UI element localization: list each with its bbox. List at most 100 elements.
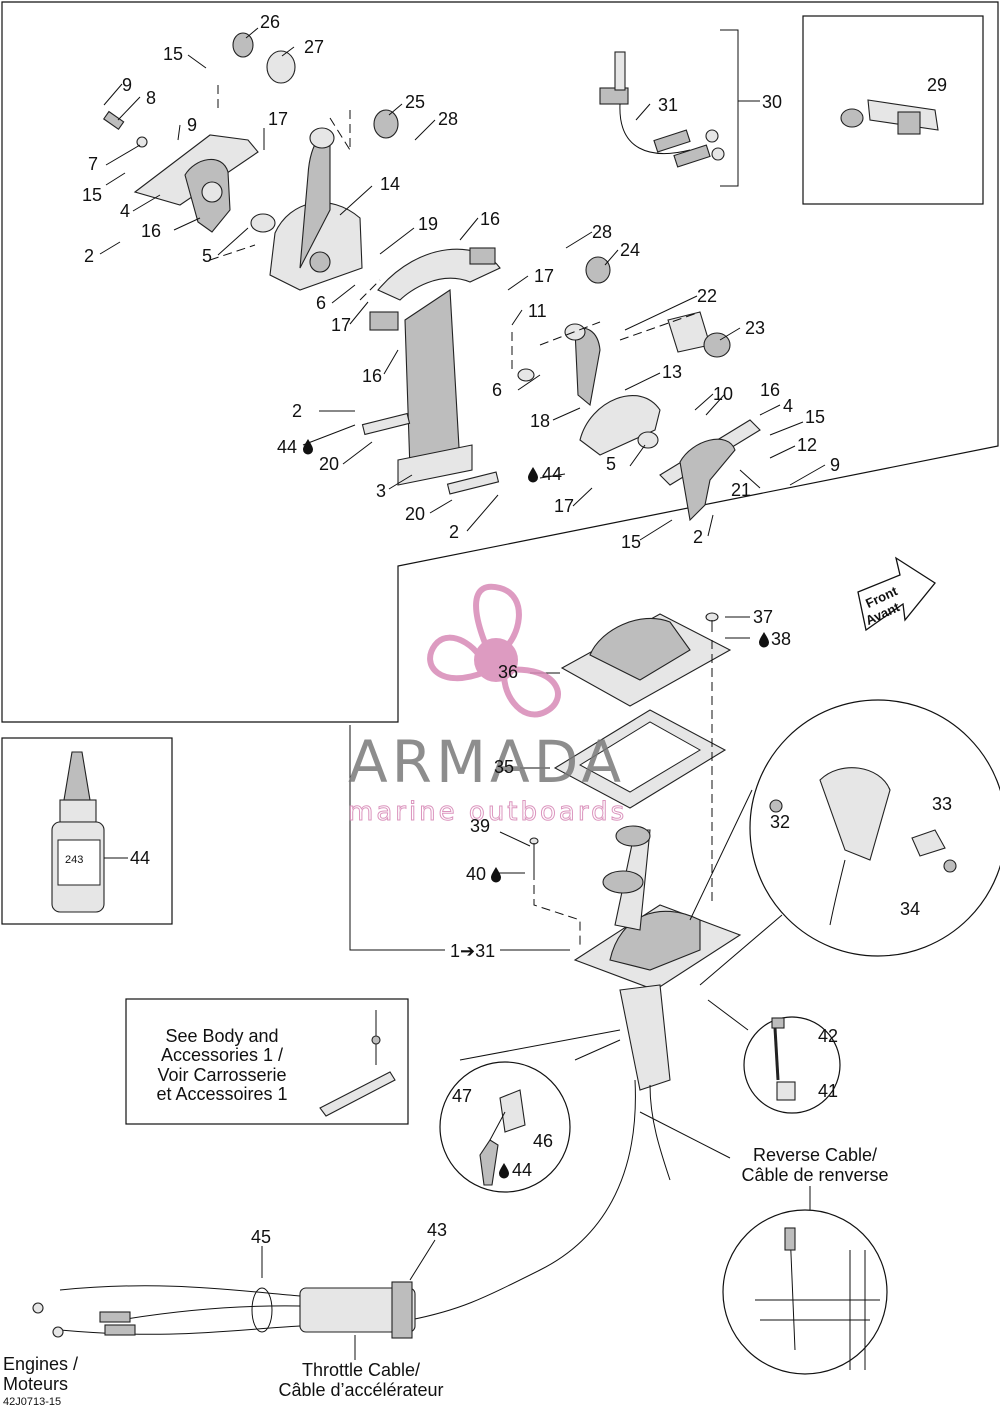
callout-17: 17 <box>331 315 351 335</box>
callout-5: 5 <box>606 454 616 474</box>
throttle-cable-line1: Throttle Cable/ <box>302 1360 420 1380</box>
propeller-logo-icon <box>427 583 561 718</box>
callout-15: 15 <box>82 185 102 205</box>
harness-assembly <box>599 51 725 168</box>
callout-36: 36 <box>498 662 518 682</box>
callout-15: 15 <box>621 532 641 552</box>
callout-17: 17 <box>534 266 554 286</box>
callout-30: 30 <box>762 92 782 112</box>
callout-44: 44 <box>130 848 150 868</box>
detail-circle-41-42 <box>743 1016 841 1114</box>
callouts: 26 27 15 9 8 9 7 15 4 16 2 5 17 14 25 28… <box>82 12 952 1247</box>
callout-19: 19 <box>418 214 438 234</box>
callout-28: 28 <box>438 109 458 129</box>
callout-44: 44 <box>542 464 562 484</box>
callout-29: 29 <box>927 75 947 95</box>
callout-2: 2 <box>449 522 459 542</box>
callout-16: 16 <box>760 380 780 400</box>
watermark-tagline: marine outboards <box>348 797 627 827</box>
see-body-box <box>125 998 409 1125</box>
lower-control <box>409 825 742 1321</box>
callout-15: 15 <box>805 407 825 427</box>
reverse-cable-line2: Câble de renverse <box>741 1165 888 1185</box>
inset-box-44 <box>1 737 173 925</box>
leader-lines-upper <box>99 27 826 541</box>
callout-9: 9 <box>830 455 840 475</box>
callout-2: 2 <box>84 246 94 266</box>
detail-leader <box>689 789 783 986</box>
callout-16: 16 <box>362 366 382 386</box>
see-body-line1: See Body and <box>165 1026 278 1046</box>
callout-27: 27 <box>304 37 324 57</box>
callout-6: 6 <box>492 380 502 400</box>
callout-17: 17 <box>268 109 288 129</box>
callout-20: 20 <box>405 504 425 524</box>
callout-44: 44 <box>512 1160 532 1180</box>
callout-34: 34 <box>900 899 920 919</box>
right-lever-assembly <box>517 256 761 522</box>
callout-17: 17 <box>554 496 574 516</box>
callout-20: 20 <box>319 454 339 474</box>
callout-14: 14 <box>380 174 400 194</box>
callout-24: 24 <box>620 240 640 260</box>
callout-15: 15 <box>163 44 183 64</box>
detail-reverse-contents <box>755 1227 880 1370</box>
see-body-line2: Accessories 1 / <box>161 1045 283 1065</box>
callout-39: 39 <box>470 816 490 836</box>
engines-line2: Moteurs <box>3 1374 68 1394</box>
callout-47: 47 <box>452 1086 472 1106</box>
callout-21: 21 <box>731 480 751 500</box>
callout-3: 3 <box>376 481 386 501</box>
inset-box-29 <box>802 15 984 205</box>
detail-circle-reverse <box>722 1209 888 1375</box>
callout-35: 35 <box>494 757 514 777</box>
callout-16: 16 <box>480 209 500 229</box>
callout-46: 46 <box>533 1131 553 1151</box>
callout-31: 31 <box>658 95 678 115</box>
callout-22: 22 <box>697 286 717 306</box>
callout-43: 43 <box>427 1220 447 1240</box>
arrow-icon <box>857 556 936 632</box>
callout-11: 11 <box>528 301 547 321</box>
callout-28: 28 <box>592 222 612 242</box>
callout-44: 44 <box>277 437 297 457</box>
callout-2: 2 <box>292 401 302 421</box>
gasket-35 <box>553 709 727 809</box>
callout-9: 9 <box>122 75 132 95</box>
callout-38: 38 <box>771 629 791 649</box>
callout-5: 5 <box>202 246 212 266</box>
callout-4: 4 <box>783 396 793 416</box>
upper-frame <box>1 1 999 723</box>
callout-10: 10 <box>713 384 733 404</box>
throttle-cable-assembly <box>32 1281 416 1339</box>
see-body-line3: Voir Carrosserie <box>157 1065 286 1085</box>
cover-36 <box>560 613 732 707</box>
bottle-icon <box>51 751 128 913</box>
throttle-cable-line2: Câble d’accélérateur <box>278 1380 443 1400</box>
detail-44-47-contents <box>479 1089 526 1186</box>
figure-code: 42J0713-15 <box>3 1396 61 1408</box>
detail-41-42-contents <box>771 1017 796 1101</box>
callout-2: 2 <box>693 527 703 547</box>
callout-26: 26 <box>260 12 280 32</box>
callout-18: 18 <box>530 411 550 431</box>
callout-40: 40 <box>466 864 486 884</box>
callout-9: 9 <box>187 115 197 135</box>
left-lever-assembly <box>102 32 399 291</box>
callout-33: 33 <box>932 794 952 814</box>
callout-6: 6 <box>316 293 326 313</box>
see-body-contents <box>319 1010 396 1117</box>
callout-16: 16 <box>141 221 161 241</box>
reverse-cable-line1: Reverse Cable/ <box>753 1145 877 1165</box>
watermark-brand: ARMADA <box>348 728 625 796</box>
callout-37: 37 <box>753 607 773 627</box>
bracket-30 <box>720 29 760 187</box>
callout-41: 41 <box>818 1081 838 1101</box>
see-body-line4: et Accessoires 1 <box>156 1084 287 1104</box>
callout-23: 23 <box>745 318 765 338</box>
callout-12: 12 <box>797 435 817 455</box>
callout-42: 42 <box>818 1026 838 1046</box>
engines-line1: Engines / <box>3 1354 78 1374</box>
callout-45: 45 <box>251 1227 271 1247</box>
